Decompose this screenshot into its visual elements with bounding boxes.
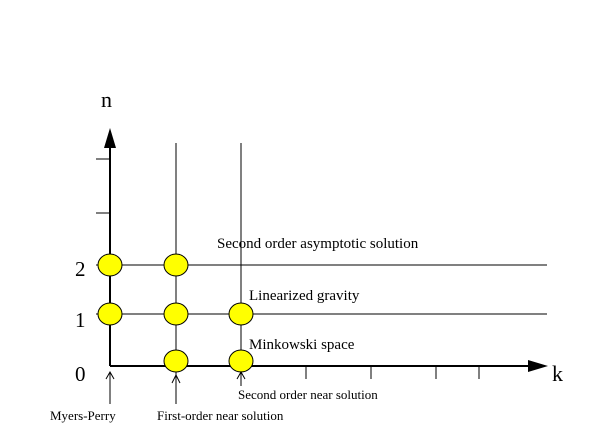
node-k1-n2	[163, 253, 189, 277]
second-order-near-solution-label: Second order near solution	[238, 387, 378, 402]
node-k2-n1	[228, 302, 254, 326]
tick-label-0: 0	[75, 362, 86, 386]
node-k0-n2	[97, 253, 123, 277]
horizontal-axis-arrowhead	[528, 360, 548, 372]
horizontal-axis-ticks	[175, 366, 480, 379]
n-axis-label: n	[101, 87, 112, 112]
first-order-near-solution-label: First-order near solution	[157, 408, 284, 423]
vertical-axis-ticks	[96, 158, 110, 315]
column-pointers	[105, 370, 246, 404]
tick-label-2: 2	[75, 257, 86, 281]
node-k0-n1	[97, 302, 123, 326]
myers-perry-label: Myers-Perry	[50, 408, 116, 423]
node-k1-n0	[163, 349, 189, 373]
vertical-axis	[104, 128, 116, 366]
tick-label-1: 1	[75, 308, 86, 332]
second-order-asymptotic-label: Second order asymptotic solution	[217, 236, 419, 252]
node-k1-n1	[163, 302, 189, 326]
node-grid	[97, 253, 254, 373]
k-axis-label: k	[552, 361, 563, 386]
vertical-axis-arrowhead	[104, 128, 116, 148]
minkowski-space-label: Minkowski space	[249, 337, 355, 353]
linearized-gravity-label: Linearized gravity	[249, 288, 360, 304]
node-k2-n0	[228, 349, 254, 373]
